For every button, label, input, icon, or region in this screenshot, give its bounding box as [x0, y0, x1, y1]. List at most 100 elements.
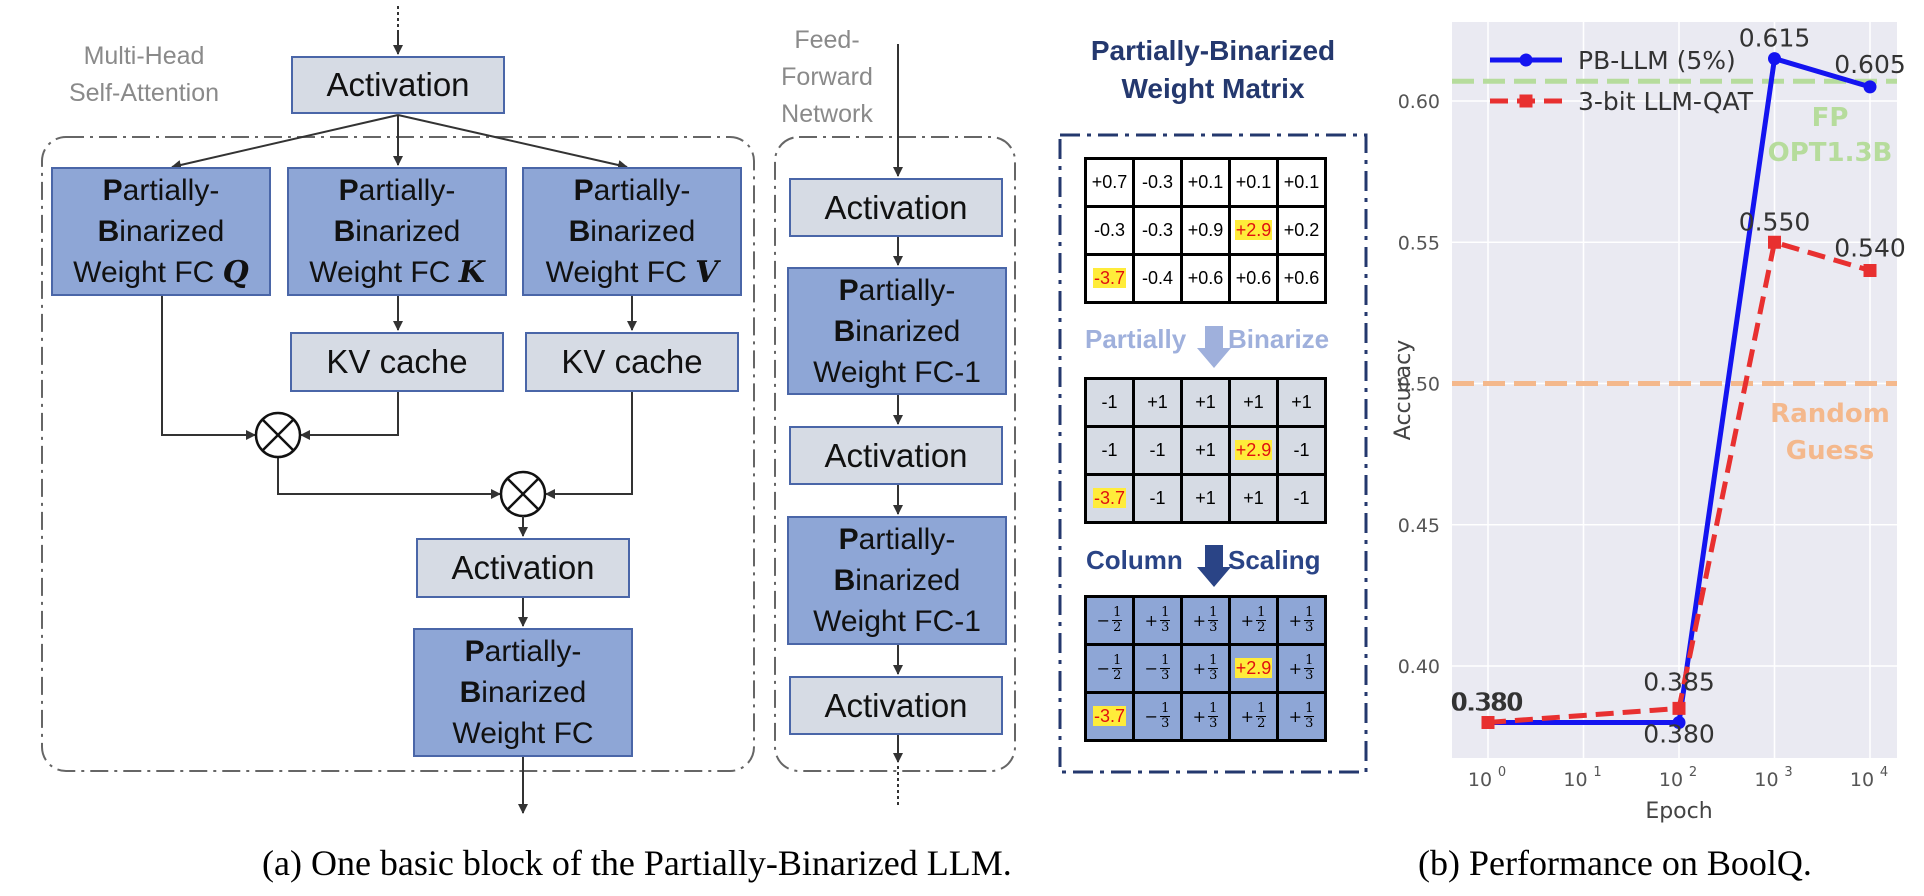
data-label: 0.385: [1643, 667, 1715, 696]
pb-weight-fc-v: Partially- Binarized Weight FC V: [522, 167, 742, 296]
x-tick-exponent: 3: [1784, 765, 1792, 780]
data-label: 0.615: [1739, 24, 1811, 53]
matrix-cell: -0.3: [1132, 205, 1183, 256]
y-tick-label: 0.45: [1398, 515, 1440, 537]
activation-ffn-3: Activation: [789, 676, 1003, 735]
series-line: [1487, 239, 1871, 725]
arrow-kv-mult1: [300, 392, 399, 440]
data-label: 0.605: [1834, 50, 1906, 79]
matrix-cell: -1: [1132, 473, 1183, 524]
matrix-row: -1-1+1+2.9-1: [1084, 425, 1327, 476]
arrow-to-v: [397, 114, 628, 170]
x-tick-label: 10: [1659, 769, 1683, 791]
x-axis-label: Epoch: [1645, 799, 1712, 824]
pb-weight-fc-out: Partially- Binarized Weight FC: [413, 628, 633, 757]
down-arrow-icon: [1197, 326, 1231, 368]
matrix-cell: -3.7: [1084, 691, 1135, 742]
y-tick-label: 0.40: [1398, 656, 1440, 678]
matrix-cell: +1: [1228, 377, 1279, 428]
arrow-kv2-mult2: [545, 392, 633, 499]
legend-marker: [1519, 94, 1533, 108]
matrix-row: +0.7-0.3+0.1+0.1+0.1: [1084, 157, 1327, 208]
y-tick-label: 0.60: [1398, 91, 1440, 113]
matrix-cell: -1: [1084, 377, 1135, 428]
matrix-cell: -3.7: [1084, 253, 1135, 304]
activation-label: Activation: [824, 686, 968, 724]
matrix-cell: +1: [1132, 377, 1183, 428]
data-label: 0.540: [1834, 234, 1906, 263]
legend-marker: [1519, 53, 1533, 67]
x-tick-label: 10: [1850, 769, 1874, 791]
matrix-row: -1+1+1+1+1: [1084, 377, 1327, 428]
matrix-cell: +0.1: [1276, 157, 1327, 208]
reference-label: OPT1.3B: [1768, 138, 1893, 168]
arrow-q-mult1: [161, 296, 256, 440]
reference-label: FP: [1812, 103, 1849, 133]
data-label: 0.380: [1450, 688, 1522, 717]
data-point: [1768, 52, 1781, 66]
x-tick-label: 10: [1754, 769, 1778, 791]
matrix-row: -3.7-0.4+0.6+0.6+0.6: [1084, 253, 1327, 304]
x-tick-exponent: 2: [1689, 765, 1697, 780]
reference-label: Random: [1770, 399, 1890, 429]
kv-cache-k: KV cache: [290, 332, 504, 392]
activation-top: Activation: [291, 56, 505, 114]
arrow-mult1-mult2: [277, 458, 501, 499]
matrix-cell: -0.3: [1132, 157, 1183, 208]
activation-label: Activation: [326, 66, 470, 103]
full-precision-matrix: +0.7-0.3+0.1+0.1+0.1-0.3-0.3+0.9+2.9+0.2…: [1084, 157, 1327, 304]
activation-label: Activation: [824, 436, 968, 474]
step1-right-label: Binarize: [1228, 324, 1330, 354]
matrix-cell: +2.9: [1228, 643, 1279, 694]
pb-weight-fc1-a: Partially- Binarized Weight FC-1: [787, 267, 1007, 395]
kv-cache-label: KV cache: [561, 343, 703, 380]
activation-label: Activation: [824, 188, 968, 226]
matrix-cell: +0.9: [1180, 205, 1231, 256]
pb-weight-fc-q: Partially- Binarized Weight FC Q: [51, 167, 271, 296]
data-point: [1863, 80, 1877, 94]
matrix-cell: -1: [1276, 473, 1327, 524]
x-tick-exponent: 0: [1498, 765, 1506, 780]
data-label: 0.380: [1452, 688, 1524, 717]
legend-label: 3-bit LLM-QAT: [1578, 87, 1754, 116]
diagram-connectors: [41, 6, 1368, 814]
reference-label: Guess: [1786, 436, 1874, 466]
data-point: [1481, 716, 1495, 729]
y-tick-label: 0.50: [1398, 374, 1440, 396]
matrix-cell: +0.2: [1276, 205, 1327, 256]
matrix-cell: +1: [1276, 377, 1327, 428]
activation-attn-out: Activation: [416, 538, 630, 598]
matrix-cell: -1: [1084, 425, 1135, 476]
x-tick-label: 10: [1563, 769, 1587, 791]
data-point: [1863, 264, 1877, 277]
ffn-boundary: [774, 136, 1016, 772]
matrix-row: -0.3-0.3+0.9+2.9+0.2: [1084, 205, 1327, 256]
series-line: [1488, 55, 1871, 725]
matrix-cell: +1: [1180, 473, 1231, 524]
kv-cache-label: KV cache: [326, 343, 468, 380]
matrix-cell: +0.6: [1228, 253, 1279, 304]
x-tick-label: 10: [1468, 769, 1492, 791]
matrix-cell: +0.6: [1180, 253, 1231, 304]
step1-left-label: Partially: [1085, 324, 1187, 354]
y-axis-label: Accuracy: [1391, 340, 1416, 440]
data-point: [1672, 716, 1686, 729]
activation-label: Activation: [451, 549, 595, 586]
matrix-title: Partially-Binarized Weight Matrix: [1090, 35, 1336, 104]
matrix-row: -3.7-1+1+1-1: [1084, 473, 1327, 524]
y-tick-label: 0.55: [1398, 232, 1440, 254]
activation-ffn-2: Activation: [789, 426, 1003, 485]
